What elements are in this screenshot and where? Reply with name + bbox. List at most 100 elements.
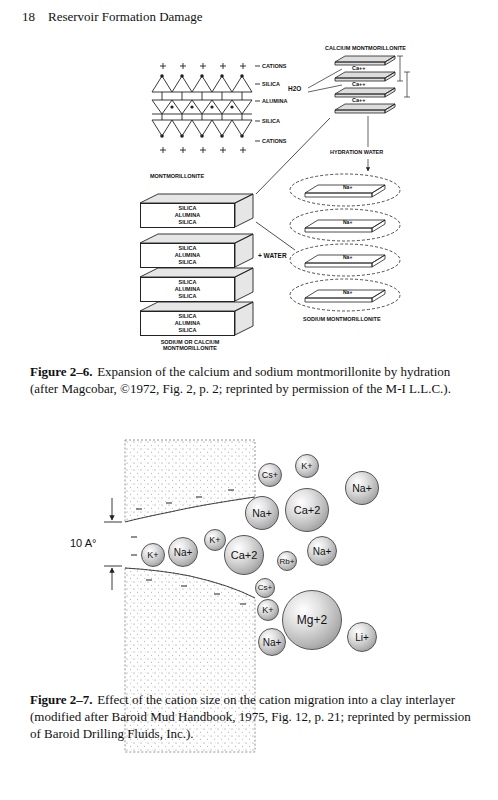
atom bbox=[170, 105, 173, 108]
gap-dimension bbox=[104, 498, 122, 590]
cation-symbol: K+ bbox=[147, 550, 158, 560]
layer-name: SILICA bbox=[141, 219, 234, 226]
hydration-shell bbox=[290, 209, 400, 241]
cation-sphere: Na+ bbox=[345, 471, 379, 505]
hydration-shells bbox=[290, 174, 400, 311]
dimension: 10 A° bbox=[70, 537, 96, 550]
layer-name: SILICA bbox=[141, 259, 234, 266]
figure-caption: Figure 2–6.Expansion of the calcium and … bbox=[30, 364, 478, 398]
cation-sphere: Na+ bbox=[245, 496, 279, 530]
alumina-octahedra bbox=[152, 100, 252, 114]
leader-line bbox=[308, 69, 342, 88]
cation-symbol: Ca+2 bbox=[294, 504, 321, 516]
leader-line bbox=[368, 116, 369, 147]
cation-sphere: Li+ bbox=[347, 622, 377, 652]
cation-symbol: Na+ bbox=[174, 547, 193, 558]
atom bbox=[230, 105, 233, 108]
clay-layer: SILICAALUMINASILICA bbox=[140, 243, 235, 268]
caption-text: Expansion of the calcium and sodium mont… bbox=[30, 364, 451, 396]
clay-plate bbox=[305, 185, 385, 197]
hydration-shell bbox=[290, 244, 400, 276]
ion-label: Na+ bbox=[343, 255, 352, 261]
slab-face bbox=[140, 268, 253, 301]
layer-label: SILICA bbox=[262, 118, 280, 124]
layer-name: SILICA bbox=[141, 313, 234, 320]
layer-name: SILICA bbox=[141, 279, 234, 286]
cation-symbol: Mg+2 bbox=[297, 613, 327, 627]
ion-label: Na+ bbox=[343, 290, 352, 296]
cation-sphere: Cs+ bbox=[258, 463, 282, 487]
atom bbox=[180, 134, 184, 138]
cation-symbol: K+ bbox=[262, 605, 273, 615]
layer-name: ALUMINA bbox=[141, 286, 234, 293]
atom bbox=[210, 105, 213, 108]
atom bbox=[160, 74, 164, 78]
clay-plate bbox=[335, 72, 395, 81]
leader-ticks bbox=[255, 66, 260, 141]
hydration-shell bbox=[290, 174, 400, 206]
cation-symbol: Na+ bbox=[313, 546, 332, 557]
cation-sphere: Rb+ bbox=[277, 551, 298, 572]
layer-name: ALUMINA bbox=[141, 252, 234, 259]
stack-faces bbox=[140, 194, 253, 335]
silica-base bbox=[152, 120, 252, 121]
atom bbox=[190, 105, 193, 108]
clay-plate bbox=[335, 104, 395, 113]
ion-label: Ca++ bbox=[352, 65, 365, 71]
cation-sphere: Ca+2 bbox=[224, 535, 264, 575]
layer-name: SILICA bbox=[141, 205, 234, 212]
clay-layer: SILICAALUMINASILICA bbox=[140, 203, 235, 228]
cation-symbol: Na+ bbox=[263, 637, 282, 648]
figure-number: Figure 2–6. bbox=[30, 364, 93, 379]
cation-sphere: Na+ bbox=[168, 537, 198, 567]
layer-label: SILICA bbox=[262, 81, 280, 87]
cation-sphere: Mg+2 bbox=[282, 590, 342, 650]
clay-layer: SILICAALUMINASILICA bbox=[140, 277, 235, 302]
atom bbox=[200, 74, 204, 78]
cation-symbol: Li+ bbox=[355, 632, 369, 643]
clay-block bbox=[125, 568, 255, 752]
atoms bbox=[160, 74, 244, 138]
dimension-arrow bbox=[112, 568, 113, 590]
cation-sphere: Na+ bbox=[307, 536, 337, 566]
ion-label: Na+ bbox=[343, 185, 352, 191]
cation-sphere: Cs+ bbox=[255, 578, 275, 598]
atom bbox=[200, 134, 204, 138]
cation-symbol: Rb+ bbox=[280, 557, 295, 566]
part-name: SODIUM OR CALCIUM MONTMORILLONITE bbox=[150, 339, 230, 352]
sodium-plates bbox=[305, 185, 385, 302]
dimension-tick bbox=[104, 522, 122, 566]
cation-symbol: Na+ bbox=[352, 482, 372, 494]
running-head: Reservoir Formation Damage bbox=[48, 10, 203, 25]
layer-name: ALUMINA bbox=[141, 212, 234, 219]
cation-symbol: Cs+ bbox=[258, 583, 272, 592]
part-name: CALCIUM MONTMORILLONITE bbox=[325, 45, 406, 51]
leader-line bbox=[256, 118, 330, 194]
cation-sphere: Ca+2 bbox=[285, 488, 329, 532]
spacing-marks bbox=[308, 56, 410, 171]
hydration-shell bbox=[290, 279, 400, 311]
cation-sphere: K+ bbox=[204, 529, 226, 551]
dimension-arrow bbox=[112, 498, 113, 520]
cation-sphere: K+ bbox=[141, 543, 165, 567]
caption-text: Effect of the cation size on the cation … bbox=[30, 692, 471, 741]
process-label: + WATER bbox=[258, 252, 287, 259]
cation-symbol: Ca+2 bbox=[231, 549, 258, 561]
cation-symbol: K+ bbox=[301, 461, 312, 471]
dimension-mark bbox=[397, 56, 410, 97]
part-name: HYDRATION WATER bbox=[330, 149, 383, 155]
cation-symbol: K+ bbox=[209, 535, 220, 545]
slab-face bbox=[140, 302, 253, 335]
clay-plate bbox=[305, 255, 385, 267]
atom bbox=[180, 74, 184, 78]
layer-label: CATIONS bbox=[262, 138, 286, 144]
arrow bbox=[368, 159, 369, 171]
silica-tetrahedra bbox=[152, 120, 252, 136]
atom bbox=[240, 74, 244, 78]
cation-signs bbox=[160, 63, 246, 69]
ion-label: Ca++ bbox=[352, 81, 365, 87]
layer-name: SILICA bbox=[141, 327, 234, 334]
layer-label: CATIONS bbox=[262, 63, 286, 69]
atom bbox=[220, 74, 224, 78]
figure-caption: Figure 2–7.Effect of the cation size on … bbox=[30, 692, 478, 743]
